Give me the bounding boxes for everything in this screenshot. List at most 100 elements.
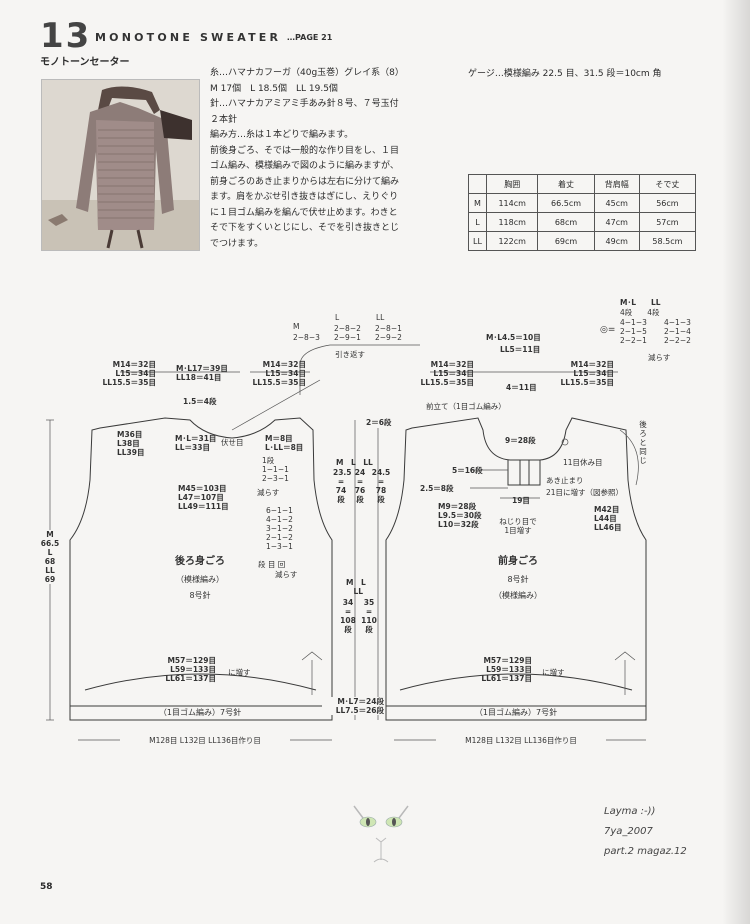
front-dec-rows: 4段 4段 xyxy=(620,308,660,317)
materials-line: ２本針 xyxy=(210,114,238,125)
table-cell: L xyxy=(468,212,487,232)
materials-line: 編み方…糸は１本どりで編みます。 xyxy=(210,130,354,140)
back-hem-increase: M57＝129目 L59＝133目 LL61＝137目 xyxy=(165,656,216,683)
front-cast-on: M128目 L132目 LL136目作り目 xyxy=(436,736,606,745)
front-neck-4: 4＝11目 xyxy=(506,383,537,392)
back-armhole-dec: 6−1−1 4−1−2 3−1−2 2−1−2 1−3−1 xyxy=(266,506,293,551)
armhole-m: 23.5 = 74 段 xyxy=(333,468,352,504)
neck-dec-header-m: M xyxy=(293,322,300,331)
hikikaesu-label: 引き返す xyxy=(335,350,365,359)
back-dec-top: 1段 1−1−1 2−3−1 xyxy=(262,456,289,483)
materials-line: に１目ゴム編みを編んで伏せ止めます。わきと xyxy=(210,207,398,218)
dec-legend: 段 目 回 xyxy=(258,560,286,569)
rib-rows: M･L7＝24段 LL7.5＝26段 xyxy=(322,697,384,715)
materials-line: M 17個 L 18.5個 LL 19.5個 xyxy=(210,83,338,94)
front-needle: 8号針 xyxy=(507,575,529,584)
sweater-illustration xyxy=(42,80,199,250)
cat-face-icon xyxy=(353,805,409,863)
page-number: 58 xyxy=(40,882,53,892)
sweater-photo xyxy=(41,79,200,251)
table-cell: LL xyxy=(468,231,487,251)
back-piece-outline xyxy=(69,417,333,721)
shoulder-slope: 1.5＝4段 xyxy=(183,397,217,406)
back-piece-title: 後ろ身ごろ xyxy=(175,556,225,567)
table-cell: 49cm xyxy=(593,231,640,251)
materials-line: ます。肩をかぶせ引き抜きはぎにし、えりぐり xyxy=(210,192,399,202)
width-19: 19目 xyxy=(512,496,530,505)
pattern-number: 13 xyxy=(40,16,92,56)
neck-dec-ll: 2−8−1 2−9−2 xyxy=(375,324,402,342)
front-armhole-sts: M42目 L44目 LL46目 xyxy=(594,505,622,532)
front-neck-m: M･L4.5＝10目 xyxy=(486,333,541,342)
back-center-sts: M＝8目 L･LL＝8目 xyxy=(265,434,304,452)
credit-line: 7ya_2007 xyxy=(604,826,653,837)
shoulder-rows: 2＝6段 xyxy=(366,418,392,427)
table-row: LL 122cm 69cm 49cm 58.5cm xyxy=(468,231,697,251)
materials-line: 前身ごろのあき止まりからは左右に分けて編み xyxy=(210,176,400,187)
materials-line: 前後身ごろ、そでは一般的な作り目をし、１目 xyxy=(210,145,400,156)
front-piece-outline xyxy=(385,417,647,721)
table-cell: 56cm xyxy=(638,193,697,213)
herasu-label-2: 減らす xyxy=(275,570,298,579)
front-neck-depth: 9＝28段 xyxy=(505,436,536,445)
neck-dec-header-ll: LL xyxy=(376,313,385,322)
placket-label: 前立て（1目ゴム編み） xyxy=(426,402,506,411)
front-neck-ll: LL5＝11目 xyxy=(500,345,541,354)
circle-mark-icon: ◎= xyxy=(600,325,616,335)
increase-21-label: 21目に増す（図参照） xyxy=(546,488,624,497)
gauge-text: ゲージ…模様編み 22.5 目、31.5 段＝10cm 角 xyxy=(468,69,662,79)
twist-increase: ねじり目で 1目増す xyxy=(499,517,537,535)
back-neck-castoff: M･L＝31目 LL＝33目 xyxy=(175,434,217,452)
fuseme-label: 伏せ目 xyxy=(221,438,244,447)
front-herasu: 減らす xyxy=(648,353,671,362)
back-width: M45＝103目 L47＝107目 LL49＝111目 xyxy=(178,484,229,511)
credit-line: part.2 magaz.12 xyxy=(604,846,687,857)
materials-line: 針…ハマナカアミアミ手あみ針８号、７号玉付 xyxy=(210,99,399,109)
back-needle: 8号針 xyxy=(189,591,211,600)
materials-line: 糸…ハマナカフーガ（40g玉巻）グレイ系（8） xyxy=(210,68,404,78)
neck-dec-m: 2−8−3 xyxy=(293,333,320,342)
back-length: M 66.5 L 68 LL 69 xyxy=(38,530,62,584)
front-rib: （1目ゴム編み）7号針 xyxy=(474,708,558,717)
herasu-label: 減らす xyxy=(257,488,280,497)
back-armhole-rows: M36目 L38目 LL39目 xyxy=(117,430,145,457)
table-cell: M xyxy=(468,193,487,213)
back-cast-on: M128目 L132目 LL136目作り目 xyxy=(120,736,290,745)
front-dec-header: M･L LL xyxy=(620,298,661,307)
open-stop-label: あき止まり xyxy=(546,476,584,485)
front-hem-increase: M57＝129目 L59＝133目 LL61＝137目 xyxy=(481,656,532,683)
materials-line: ゴム編み、模様編みで図のように編みますが、 xyxy=(210,161,399,171)
front-dec-m: 4−1−3 2−1−5 2−2−1 xyxy=(620,318,647,345)
front-dec-ll: 4−1−3 2−1−4 2−2−2 xyxy=(664,318,691,345)
back-shoulder-left: M14＝32目 L15＝34目 LL15.5＝35目 xyxy=(102,360,157,387)
pattern-title: MONOTONE SWEATER xyxy=(95,31,282,44)
back-rib: （1目ゴム編み）7号針 xyxy=(158,708,242,717)
page-edge-shadow xyxy=(722,0,750,924)
depth-16: 5＝16段 xyxy=(452,466,483,475)
body-l: 35 = 110 段 xyxy=(361,598,377,634)
size-table: 胸囲 着丈 背肩幅 そで丈 M 114cm 66.5cm 45cm 56cm L… xyxy=(468,174,697,251)
front-piece-title: 前身ごろ xyxy=(498,556,538,567)
credit-line: Layma :-)) xyxy=(604,806,656,817)
back-pattern: （模様編み） xyxy=(176,575,224,584)
armhole-l: 24 = 76 段 xyxy=(354,468,366,504)
japanese-title: モノトーンセーター xyxy=(40,57,130,68)
table-header-row: 胸囲 着丈 背肩幅 そで丈 xyxy=(468,174,697,194)
front-inc-label: に増す xyxy=(542,668,565,677)
armhole-header: M L LL xyxy=(336,458,373,467)
materials-line: そで下をすくいとじにし、そでを引き抜きとじ xyxy=(210,223,400,233)
front-shoulder-right: M14＝32目 L15＝34目 LL15.5＝35目 xyxy=(560,360,615,387)
armhole-ll: 24.5 = 78 段 xyxy=(371,468,391,504)
inc-label: に増す xyxy=(228,668,251,677)
neck-dec-header-l: L xyxy=(335,313,340,322)
table-cell: 58.5cm xyxy=(638,231,697,251)
front-pattern: （模様編み） xyxy=(494,591,542,600)
page-reference: …PAGE 21 xyxy=(287,33,333,42)
table-row: M 114cm 66.5cm 45cm 56cm xyxy=(468,193,697,213)
table-cell: 122cm xyxy=(485,231,539,251)
depth-8: 2.5＝8段 xyxy=(420,484,454,493)
rest-stitches: 11目休み目 xyxy=(563,458,603,467)
same-as-back-note: 後ろと同じ xyxy=(639,420,647,465)
back-center-width: M･L17＝39目 LL18＝41目 xyxy=(176,364,228,382)
front-shoulder-left: M14＝32目 L15＝34目 LL15.5＝35目 xyxy=(420,360,475,387)
